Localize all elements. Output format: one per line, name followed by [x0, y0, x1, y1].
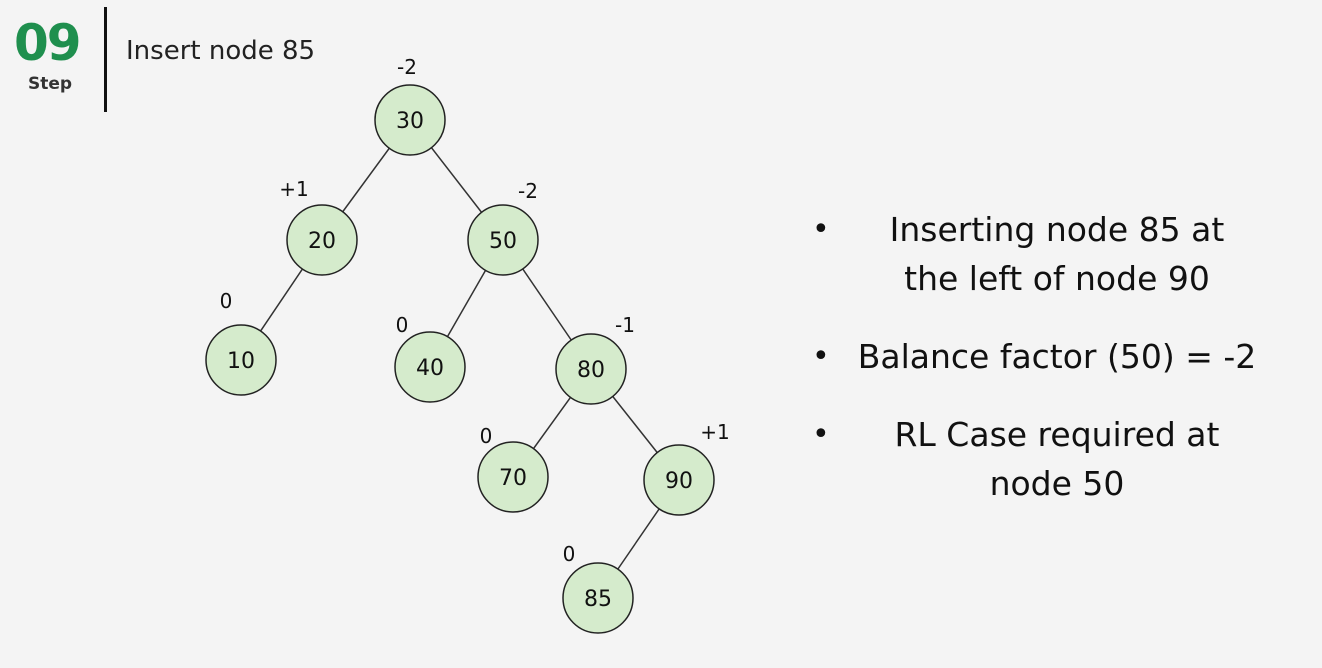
tree-node-50 — [467, 204, 539, 276]
node-value: 10 — [227, 349, 255, 374]
tree-node-30 — [374, 84, 446, 156]
balance-factor-label: -2 — [397, 55, 417, 79]
tree-node-40 — [394, 331, 466, 403]
node-value: 20 — [308, 229, 336, 254]
bullet-icon: • — [812, 417, 830, 452]
node-value: 90 — [665, 469, 693, 494]
tree-node-20 — [286, 204, 358, 276]
explanation-list: • Inserting node 85 at the left of node 90… — [812, 205, 1272, 537]
bullet-icon: • — [812, 212, 830, 247]
header-divider — [104, 7, 107, 112]
step-label: Step — [28, 74, 73, 94]
bullet-item: • Balance factor (50) = -2 — [812, 332, 1272, 381]
balance-factor-label: 0 — [396, 313, 409, 337]
node-value: 50 — [489, 229, 517, 254]
tree-node-10 — [205, 324, 277, 396]
node-value: 85 — [584, 587, 612, 612]
bullet-item: • Inserting node 85 at the left of node 90 — [812, 205, 1272, 303]
bullet-icon: • — [812, 339, 830, 374]
node-value: 70 — [499, 466, 527, 491]
tree-node-80 — [555, 333, 627, 405]
balance-factor-label: 0 — [563, 542, 576, 566]
balance-factor-label: +1 — [279, 177, 308, 201]
bullet-line: Inserting node 85 at — [889, 210, 1225, 249]
node-value: 40 — [416, 356, 444, 381]
bullet-line: Balance factor (50) = -2 — [857, 337, 1257, 376]
step-number: 09 — [14, 14, 82, 72]
balance-factor-label: -2 — [518, 179, 538, 203]
node-value: 80 — [577, 358, 605, 383]
tree-node-85 — [562, 562, 634, 634]
node-value: 30 — [396, 109, 424, 134]
bullet-line: node 50 — [989, 464, 1125, 503]
page-title: Insert node 85 — [126, 36, 316, 66]
bullet-line: the left of node 90 — [904, 259, 1210, 298]
balance-factor-label: 0 — [480, 424, 493, 448]
bullet-line: RL Case required at — [894, 415, 1220, 454]
bullet-item: • RL Case required at node 50 — [812, 410, 1272, 508]
tree-node-70 — [477, 441, 549, 513]
balance-factor-label: -1 — [615, 313, 635, 337]
balance-factor-label: 0 — [220, 289, 233, 313]
tree-node-90 — [643, 444, 715, 516]
balance-factor-label: +1 — [700, 420, 729, 444]
